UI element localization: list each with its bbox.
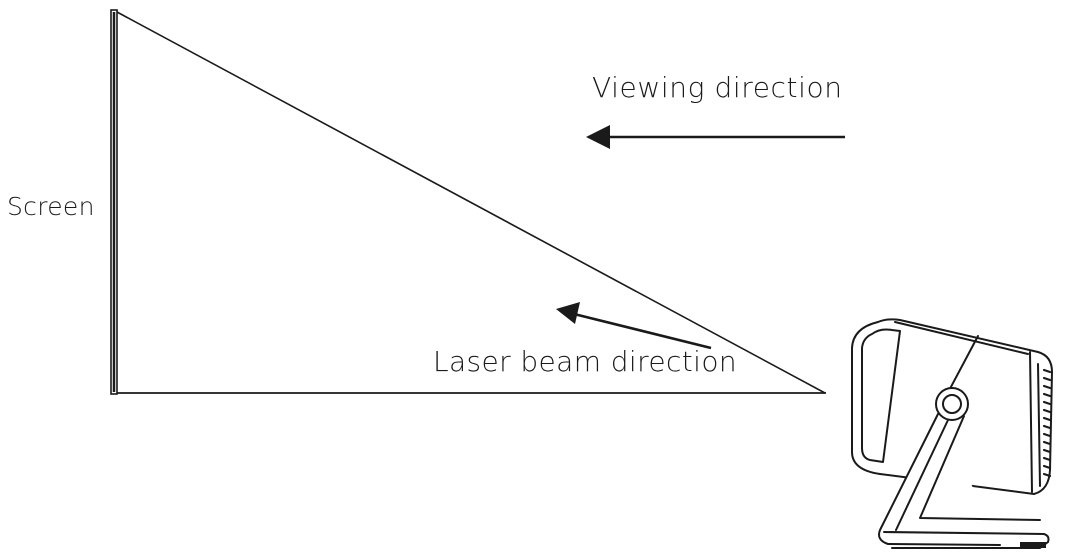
hypotenuse-line <box>116 11 826 394</box>
viewing-direction-label: Viewing direction <box>592 71 843 104</box>
projector-icon <box>851 318 1053 549</box>
projection-triangle <box>116 11 826 394</box>
screen-label: Screen <box>7 192 95 221</box>
viewing-direction-arrow-icon <box>586 125 845 149</box>
vent-texture <box>1042 368 1052 478</box>
screen-panel <box>110 9 118 395</box>
laser-beam-direction-arrow-icon <box>556 302 712 350</box>
laser-beam-direction-label: Laser beam direction <box>433 345 738 378</box>
